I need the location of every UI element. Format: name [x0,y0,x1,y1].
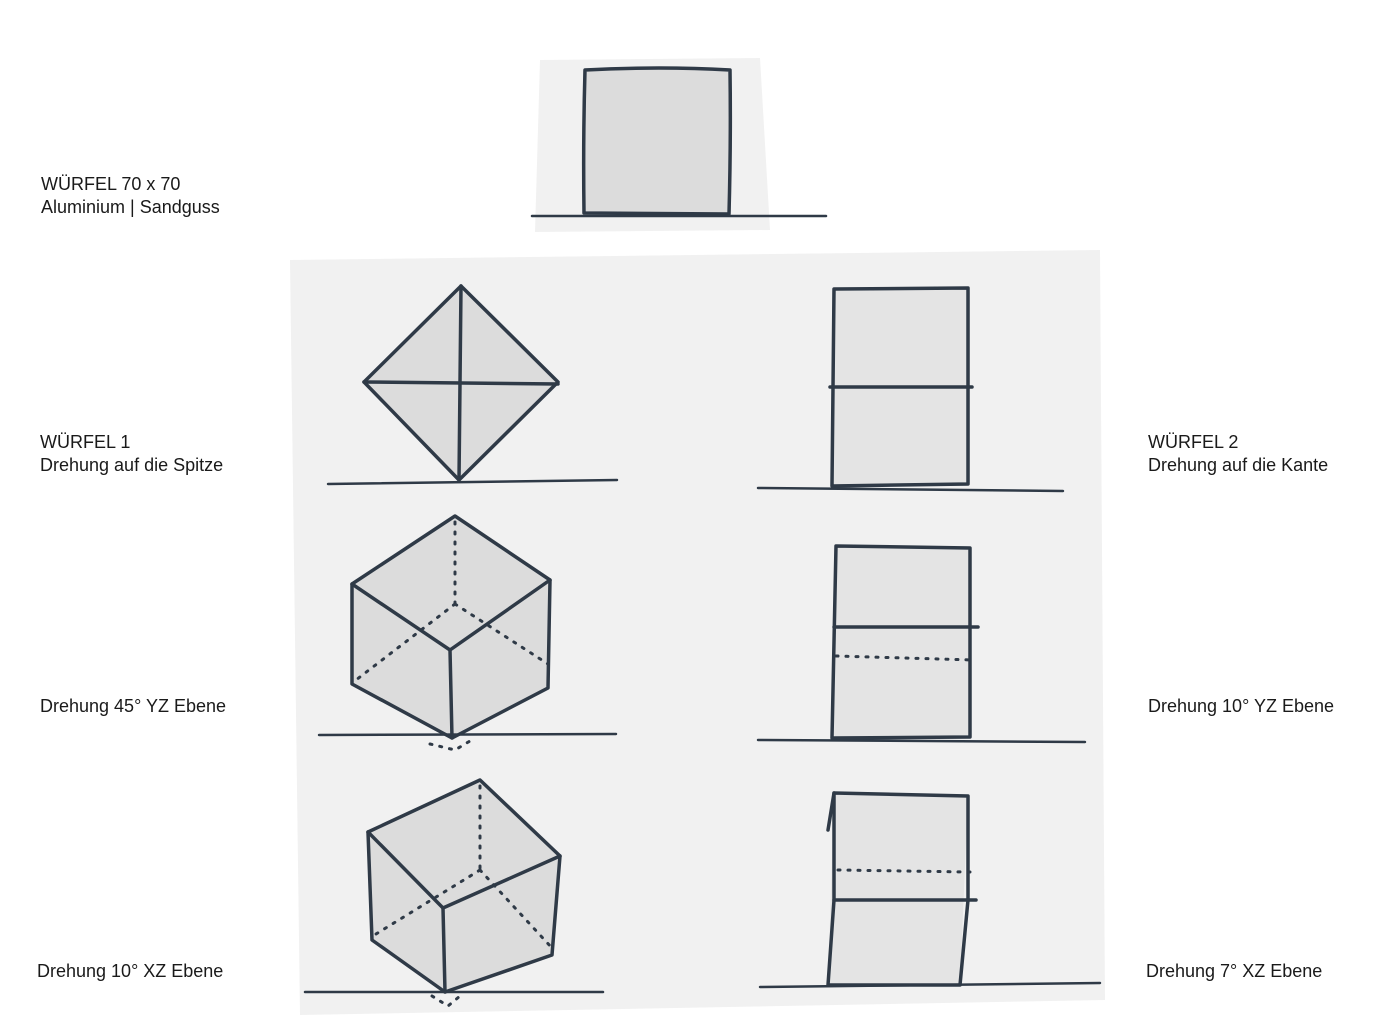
base-cube-sketch [530,66,828,218]
cube2-edge-sketch [756,286,1065,493]
label-rot-10-yz: Drehung 10° YZ Ebene [1148,695,1334,718]
label-main-cube: WÜRFEL 70 x 70 Aluminium | Sandguss [41,173,220,219]
cube2-title: WÜRFEL 2 [1148,432,1239,452]
cube-rot-45-yz-sketch [317,514,618,752]
label-cube2: WÜRFEL 2 Drehung auf die Kante [1148,431,1328,477]
cube1-title: WÜRFEL 1 [40,432,131,452]
cube-rot-10-xz-sketch [303,778,605,1008]
label-cube1: WÜRFEL 1 Drehung auf die Spitze [40,431,223,477]
cube2-subtitle: Drehung auf die Kante [1148,455,1329,475]
cube-rot-7-xz-sketch [758,791,1102,989]
rot-45-yz-text: Drehung 45° YZ Ebene [40,696,226,716]
rot-7-xz-text: Drehung 7° XZ Ebene [1146,961,1323,981]
cube1-tip-sketch [326,284,619,486]
label-rot-7-xz: Drehung 7° XZ Ebene [1146,960,1322,983]
main-cube-title: WÜRFEL 70 x 70 [41,174,181,194]
main-cube-subtitle: Aluminium | Sandguss [41,197,220,217]
rot-10-yz-text: Drehung 10° YZ Ebene [1148,696,1334,716]
label-rot-10-xz: Drehung 10° XZ Ebene [37,960,223,983]
cube1-subtitle: Drehung auf die Spitze [40,455,224,475]
label-rot-45-yz: Drehung 45° YZ Ebene [40,695,226,718]
rot-10-xz-text: Drehung 10° XZ Ebene [37,961,224,981]
cube-rot-10-yz-sketch [756,544,1087,744]
